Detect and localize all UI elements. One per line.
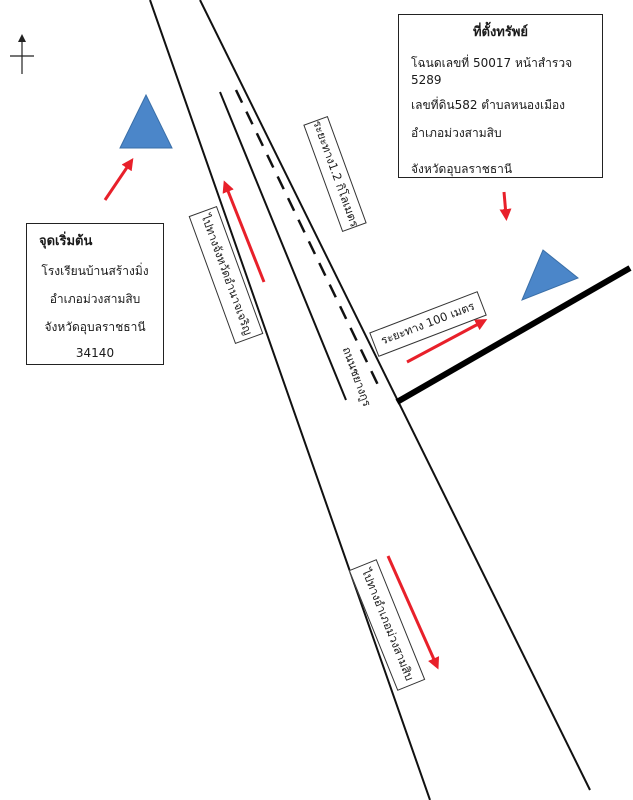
start-title: จุดเริ่มต้น	[39, 234, 93, 249]
arrow-to-amnat	[222, 180, 266, 283]
road-inner-line	[219, 91, 347, 401]
road-line-right	[199, 0, 591, 791]
road-dashed-line	[234, 89, 380, 386]
property-line-parcel: เลขที่ดิน582 ตำบลหนองเมือง	[411, 98, 566, 112]
arrow-to-muangsam	[386, 555, 440, 670]
arrow-to-start-triangle	[103, 158, 134, 201]
property-line-deed: โฉนดเลขที่ 50017 หน้าสำรวจ 5289	[411, 56, 573, 87]
property-line-district: อำเภอม่วงสามสิบ	[411, 126, 502, 140]
start-line-district: อำเภอม่วงสามสิบ	[49, 292, 141, 306]
side-road	[395, 265, 632, 405]
road-line-left	[149, 0, 431, 800]
start-point-triangle	[119, 93, 173, 149]
north-arrow-icon	[10, 34, 34, 74]
start-line-province: จังหวัดอุบลราชธานี	[44, 320, 146, 334]
property-line-province: จังหวัดอุบลราชธานี	[411, 162, 513, 176]
property-triangle	[521, 249, 579, 301]
property-title: ที่ตั้งทรัพย์	[472, 25, 529, 40]
arrow-distance-100	[406, 319, 488, 364]
start-line-postcode: 34140	[75, 346, 115, 360]
property-info-box: ที่ตั้งทรัพย์ โฉนดเลขที่ 50017 หน้าสำรวจ…	[398, 14, 603, 178]
arrow-from-property-box	[499, 191, 512, 221]
start-line-school: โรงเรียนบ้านสร้างมิ่ง	[41, 264, 149, 278]
start-point-box: จุดเริ่มต้น โรงเรียนบ้านสร้างมิ่ง อำเภอม…	[26, 223, 164, 365]
